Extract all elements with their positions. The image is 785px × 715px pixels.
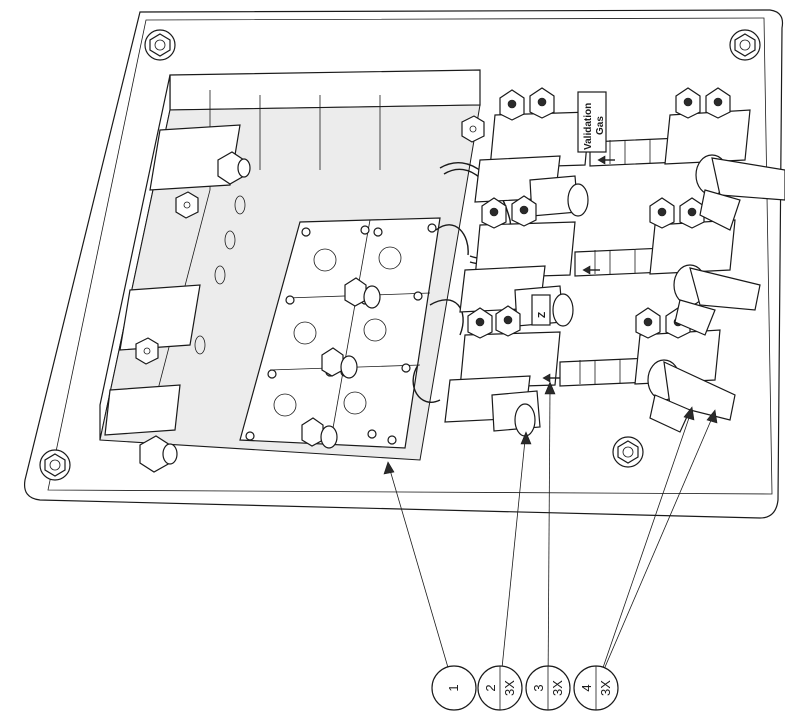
flow-arrows [542,155,615,383]
leader-lines [383,381,718,689]
regulator-row [459,195,736,327]
balloon-4-qty: 3X [598,680,613,696]
handle [673,264,761,336]
balloon-1: 1 [431,665,477,711]
balloon-4: 4 3X [573,665,619,711]
valve-square [343,391,367,415]
handle [695,154,785,231]
valve-knobs [301,277,381,449]
valve-square [313,248,337,272]
fitting [217,151,251,185]
z-tag: Z [531,294,551,326]
balloon-4-item: 4 [579,684,594,691]
valve-square [293,321,317,345]
balloon-1-item: 1 [446,684,461,691]
handle [647,359,736,433]
valve-handles [647,154,785,433]
balloon-3-item: 3 [531,684,546,691]
corner-bolt [144,29,176,61]
plate-corner-bolts [39,29,761,481]
valve-knob [321,347,358,379]
z-label: Z [537,312,548,318]
valve-square [363,318,387,342]
corner-bolt [39,449,71,481]
regulator-row [474,87,751,217]
valve-plate [239,217,441,449]
balloon-2-item: 2 [483,684,498,691]
valve-knob [301,417,338,449]
corner-bolt [729,29,761,61]
balloon-3-qty: 3X [550,680,565,696]
balloon-3: 3 3X [525,665,571,711]
valve-square [273,393,297,417]
corner-bolt [612,436,644,468]
fitting [175,191,199,219]
valve-square [378,246,402,270]
manifold-fittings [135,115,485,473]
valve-knob [344,277,381,309]
regulator-row [444,305,721,437]
balloon-2-qty: 3X [502,680,517,696]
balloons: 1 2 3X 3 3X 4 3X [431,665,619,711]
fitting [139,435,178,473]
validation-gas-tag: Validation Gas [577,91,607,153]
validation-label: Validation [583,103,594,150]
fitting [135,337,159,365]
balloon-2: 2 3X [477,665,523,711]
gas-label: Gas [595,116,606,135]
fitting [461,115,485,143]
regulator-assemblies [444,87,751,437]
